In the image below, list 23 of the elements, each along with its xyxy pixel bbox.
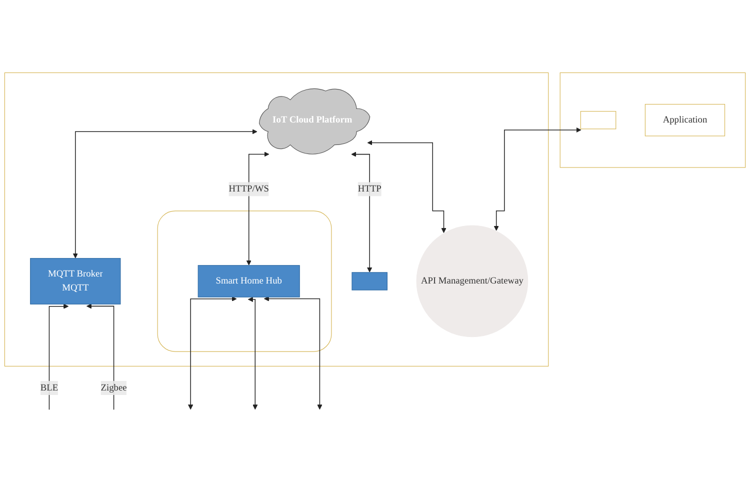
arrow	[248, 296, 258, 410]
arrow	[367, 140, 446, 234]
cluster	[157, 210, 332, 352]
arrow	[48, 304, 69, 410]
node-box: MQTT Broker MQTT	[30, 258, 121, 304]
node-circle: API Management/Gateway	[416, 225, 528, 338]
edge-label: Zigbee	[100, 382, 127, 393]
cluster	[4, 72, 549, 367]
cluster	[560, 72, 746, 168]
node-box: Application	[644, 104, 726, 136]
edge-label: BLE	[40, 382, 58, 393]
arrow	[86, 304, 114, 410]
node-box: Smart Home Hub	[198, 265, 300, 298]
arrow	[494, 127, 582, 231]
arrow	[246, 152, 270, 266]
arrow	[188, 296, 237, 410]
arrow	[72, 129, 258, 258]
node-box	[580, 111, 616, 130]
node-box	[352, 272, 388, 290]
arrow	[264, 296, 322, 410]
edge-label: HTTP	[358, 184, 382, 194]
arrow	[351, 152, 372, 272]
edge-label: HTTP/WS	[228, 184, 269, 194]
